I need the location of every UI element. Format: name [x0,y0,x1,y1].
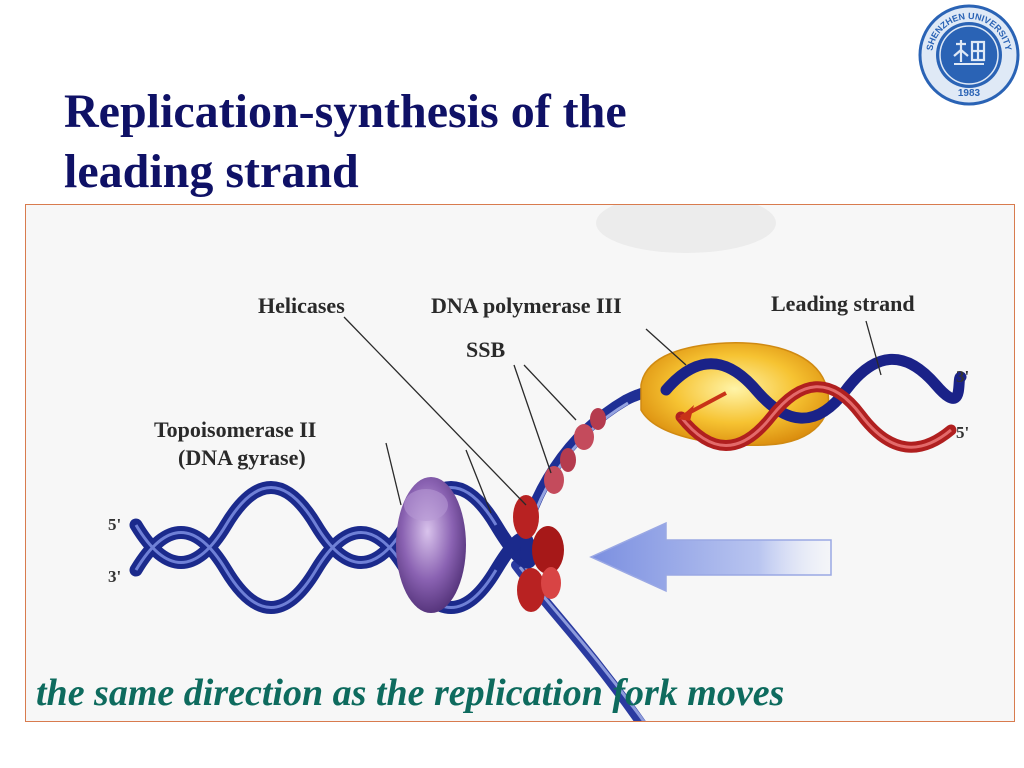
university-seal-logo: 1983 SHENZHEN UNIVERSITY [918,4,1020,106]
slide-caption: the same direction as the replication fo… [36,672,785,714]
end-label-left-5prime: 5' [108,515,122,534]
diagram-panel: Helicases DNA polymerase III Leading str… [25,204,1015,722]
label-dna-gyrase: (DNA gyrase) [178,445,306,470]
ssb-proteins [544,408,606,494]
end-label-right-3prime: 3' [956,367,970,386]
title-line-1: Replication-synthesis of the [64,85,627,138]
fork-direction-arrow [589,521,832,593]
pointer-lines [343,316,882,514]
label-helicases: Helicases [258,293,345,318]
title-line-2: leading strand [64,145,359,198]
seal-year: 1983 [958,88,981,99]
slide-title: Replication-synthesis of the leading str… [64,82,884,202]
end-label-left-3prime: 3' [108,567,122,586]
background-shadow [596,205,776,253]
label-dna-polymerase: DNA polymerase III [431,293,622,318]
parent-dna-helix [129,481,537,614]
label-ssb: SSB [466,337,506,362]
end-label-right-5prime: 5' [956,423,970,442]
label-topoisomerase: Topoisomerase II [154,417,317,442]
label-leading-strand: Leading strand [771,291,915,316]
replication-fork-diagram [129,205,967,721]
daughter-dna-helix [660,353,967,453]
helicase-protein [513,495,564,612]
